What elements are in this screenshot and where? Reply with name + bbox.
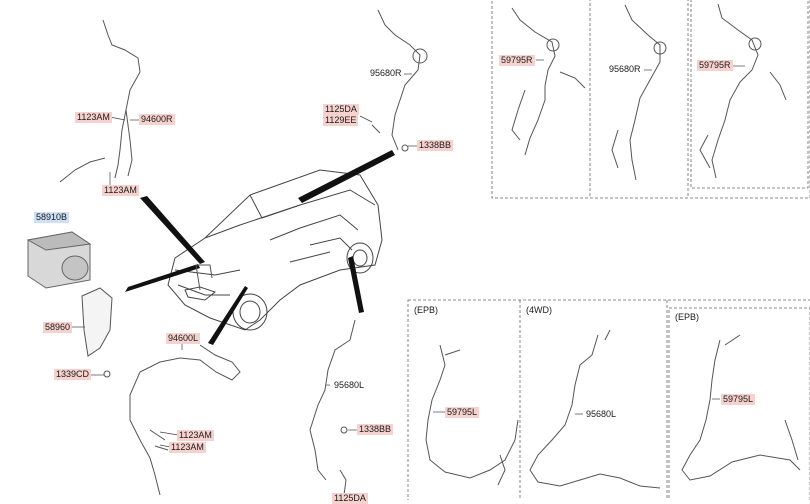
leader-lines bbox=[72, 59, 745, 448]
top-right-frame bbox=[491, 0, 810, 199]
callout-94600R: 94600R bbox=[139, 114, 175, 125]
callout-94600L: 94600L bbox=[166, 333, 201, 344]
top-panel-middle-label: 95680R bbox=[609, 64, 641, 74]
bottom-panel-middle-label: 95680L bbox=[586, 409, 617, 419]
pointer-wedges bbox=[125, 150, 395, 345]
top-panel-right-label: 59795R bbox=[697, 60, 733, 71]
callout-1123AM-upper: 1123AM bbox=[75, 112, 112, 123]
callout-1125DA: 1125DA bbox=[323, 104, 359, 115]
callout-1129EE: 1129EE bbox=[323, 115, 359, 126]
top-panel-left-label: 59795R bbox=[499, 55, 535, 66]
bottom-panel-right-header: (EPB) bbox=[675, 312, 700, 322]
wiring bbox=[26, 3, 801, 496]
callout-1338BB-right: 1338BB bbox=[417, 140, 454, 151]
callout-1123AM-lower: 1123AM bbox=[102, 185, 139, 196]
callout-1123AM-left-2: 1123AM bbox=[169, 442, 206, 453]
callout-1123AM-left-1: 1123AM bbox=[177, 430, 214, 441]
bottom-panel-right-label: 59795L bbox=[721, 394, 756, 405]
bottom-right-frame bbox=[407, 299, 810, 500]
bottom-panel-left-header: (EPB) bbox=[414, 305, 439, 315]
bottom-panel-middle-header: (4WD) bbox=[526, 305, 552, 315]
car-outline bbox=[167, 169, 383, 331]
callout-95680L: 95680L bbox=[334, 380, 365, 390]
callout-58960: 58960 bbox=[43, 322, 73, 333]
bottom-panel-left-label: 59795L bbox=[445, 407, 480, 418]
callout-1339CD: 1339CD bbox=[54, 369, 92, 380]
callout-1338BB-left: 1338BB bbox=[357, 424, 394, 435]
callout-95680R: 95680R bbox=[370, 68, 402, 78]
callout-58910B: 58910B bbox=[34, 212, 70, 223]
callout-1125DA-bottom: 1125DA bbox=[332, 493, 368, 504]
